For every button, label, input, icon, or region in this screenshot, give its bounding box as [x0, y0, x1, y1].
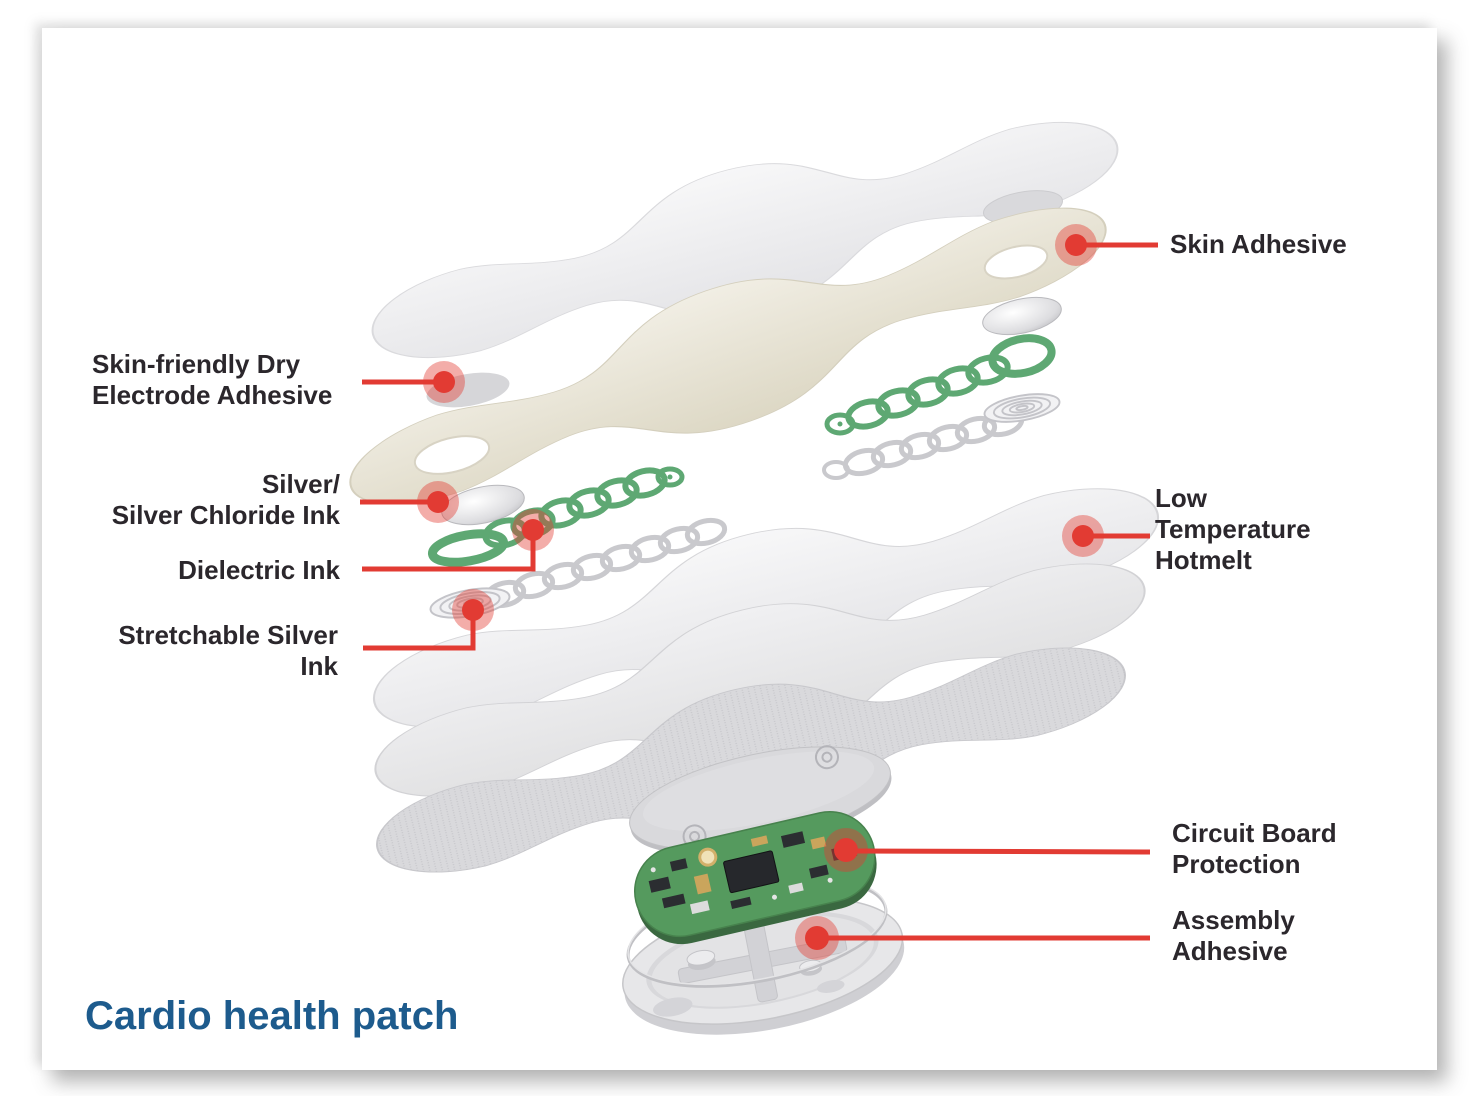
label-line: Silver/: [261, 469, 340, 499]
label-line: Ink: [300, 651, 338, 681]
label-line: Temperature: [1155, 514, 1311, 544]
silver-spiral-right: [981, 388, 1063, 428]
page-title: Cardio health patch: [85, 994, 459, 1038]
label-line: Assembly: [1172, 905, 1295, 935]
label-low-temperature-hotmelt: Low Temperature Hotmelt: [1155, 483, 1311, 576]
label-dielectric-ink: Dielectric Ink: [58, 555, 340, 586]
label-line: Circuit Board: [1172, 818, 1337, 848]
silver-lens-right: [982, 296, 1062, 336]
label-assembly-adhesive: Assembly Adhesive: [1172, 905, 1295, 967]
silver-lens-left: [441, 484, 525, 526]
green-ink-ring-left: [427, 529, 509, 567]
label-line: Silver Chloride Ink: [111, 500, 340, 530]
callout-stretchable-silver-ink: [363, 589, 494, 651]
callout-dielectric-ink: [362, 509, 554, 572]
electrode-hole-right: [983, 244, 1049, 280]
silver-coil-right: [822, 408, 1024, 480]
label-line: Stretchable Silver: [118, 620, 338, 650]
label-line: Low: [1155, 483, 1207, 513]
circuit-board: [633, 810, 877, 945]
callout-low-temperature-hotmelt: [1062, 515, 1150, 557]
label-line: Hotmelt: [1155, 545, 1252, 575]
callout-assembly-adhesive: [795, 916, 1150, 960]
callout-skin-adhesive: [1055, 224, 1158, 266]
green-coil-right: [824, 354, 1010, 436]
green-coil-left: [483, 467, 685, 550]
label-line: Protection: [1172, 849, 1301, 879]
callout-silver-silver-chloride-ink: [360, 481, 459, 523]
callout-skin-friendly-dry-electrode-adhesive: [362, 361, 465, 403]
label-circuit-board-protection: Circuit Board Protection: [1172, 818, 1337, 880]
label-silver-silver-chloride-ink: Silver/ Silver Chloride Ink: [58, 469, 340, 531]
electrode-hole-left: [413, 435, 491, 475]
label-line: Electrode Adhesive: [92, 380, 333, 410]
label-line: Skin Adhesive: [1170, 229, 1347, 259]
label-line: Dielectric Ink: [178, 555, 340, 585]
callouts: [360, 224, 1158, 960]
label-line: Skin-friendly Dry: [92, 349, 301, 379]
label-line: Adhesive: [1172, 936, 1288, 966]
label-skin-friendly-dry-electrode-adhesive: Skin-friendly Dry Electrode Adhesive: [92, 349, 332, 411]
green-ink-ring-right: [988, 334, 1056, 378]
callout-circuit-board-protection: [824, 828, 1151, 872]
label-stretchable-silver-ink: Stretchable Silver Ink: [56, 620, 338, 682]
label-skin-adhesive: Skin Adhesive: [1170, 229, 1347, 260]
